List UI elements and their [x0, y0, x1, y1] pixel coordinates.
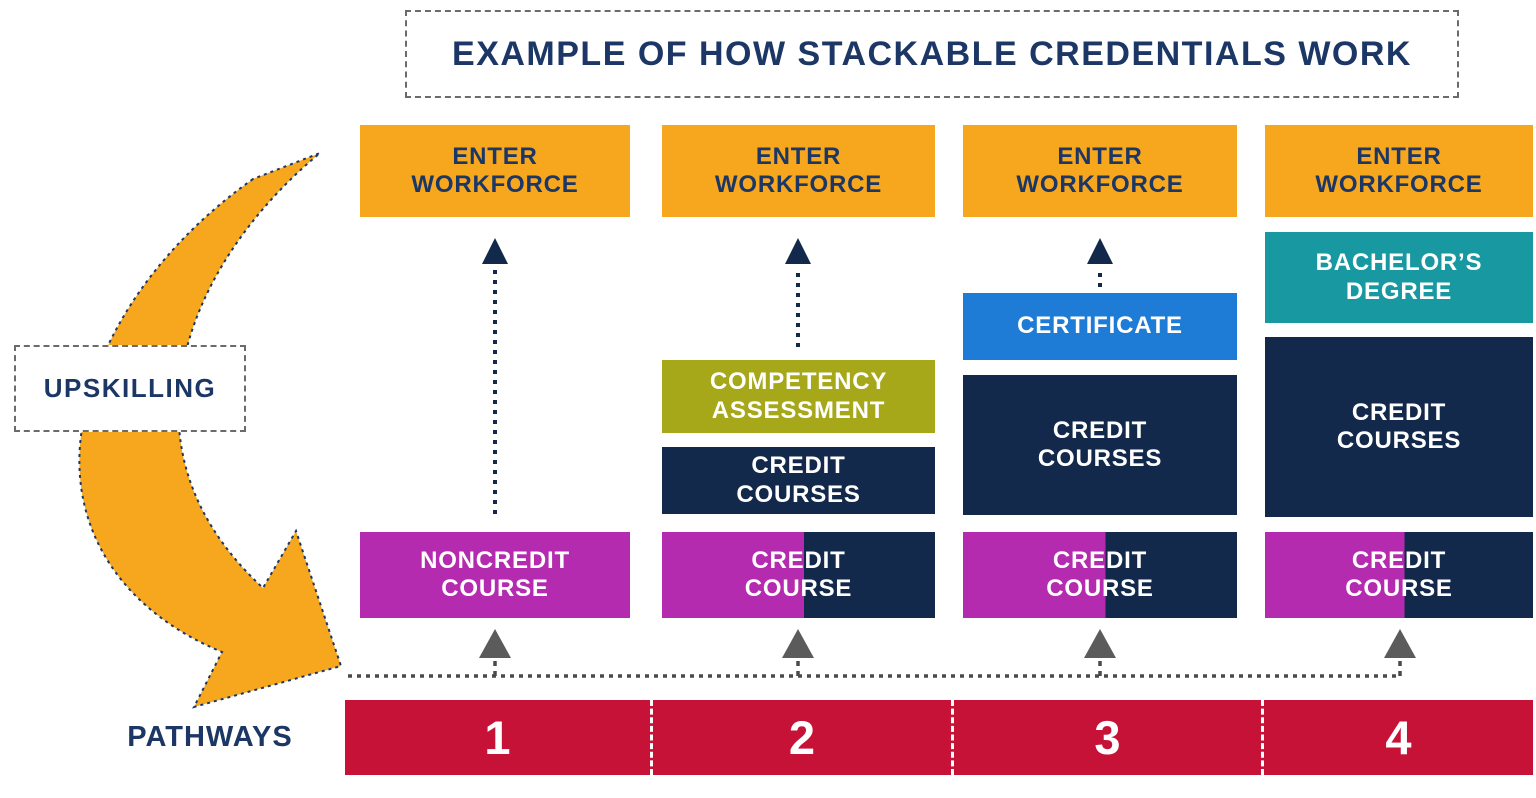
col4-credit-course-box: CREDIT COURSE	[1265, 532, 1533, 618]
upskilling-curved-arrow-icon	[78, 152, 343, 709]
col1-up-arrow-icon	[482, 238, 508, 514]
col2-enter-workforce-box: ENTER WORKFORCE	[662, 125, 935, 217]
col2-competency-assessment-box: COMPETENCY ASSESSMENT	[662, 360, 935, 433]
pathways-bar: 1 2 3 4	[345, 700, 1533, 775]
pathway-4-segment: 4	[1261, 700, 1533, 775]
col4-enter-workforce-box: ENTER WORKFORCE	[1265, 125, 1533, 217]
col3-bottom-arrow-icon	[1084, 629, 1116, 658]
bottom-gray-arrowheads	[479, 629, 1416, 658]
col2-bottom-arrow-icon	[782, 629, 814, 658]
col2-credit-course-box: CREDIT COURSE	[662, 532, 935, 618]
col1-enter-workforce-box: ENTER WORKFORCE	[360, 125, 630, 217]
col2-credit-courses-box: CREDIT COURSES	[662, 447, 935, 514]
col4-bottom-arrow-icon	[1384, 629, 1416, 658]
title-box: EXAMPLE OF HOW STACKABLE CREDENTIALS WOR…	[405, 10, 1459, 98]
col1-bottom-arrow-icon	[479, 629, 511, 658]
col3-credit-course-box: CREDIT COURSE	[963, 532, 1237, 618]
bottom-connector-line	[348, 658, 1402, 678]
col4-bachelors-degree-box: BACHELOR’S DEGREE	[1265, 232, 1533, 323]
page-title: EXAMPLE OF HOW STACKABLE CREDENTIALS WOR…	[452, 34, 1412, 73]
col3-credit-courses-box: CREDIT COURSES	[963, 375, 1237, 515]
pathway-1-segment: 1	[484, 711, 511, 764]
col3-up-arrow-icon	[1087, 238, 1113, 287]
upskilling-label-box: UPSKILLING	[14, 345, 246, 432]
col4-credit-courses-box: CREDIT COURSES	[1265, 337, 1533, 517]
pathways-label: PATHWAYS	[127, 721, 293, 753]
col3-enter-workforce-box: ENTER WORKFORCE	[963, 125, 1237, 217]
pathway-2-segment: 2	[650, 700, 951, 775]
col2-up-arrow-icon	[785, 238, 811, 347]
pathway-3-segment: 3	[951, 700, 1261, 775]
upskilling-label: UPSKILLING	[43, 373, 217, 403]
col1-noncredit-course-box: NONCREDIT COURSE	[360, 532, 630, 618]
col3-certificate-box: CERTIFICATE	[963, 293, 1237, 360]
